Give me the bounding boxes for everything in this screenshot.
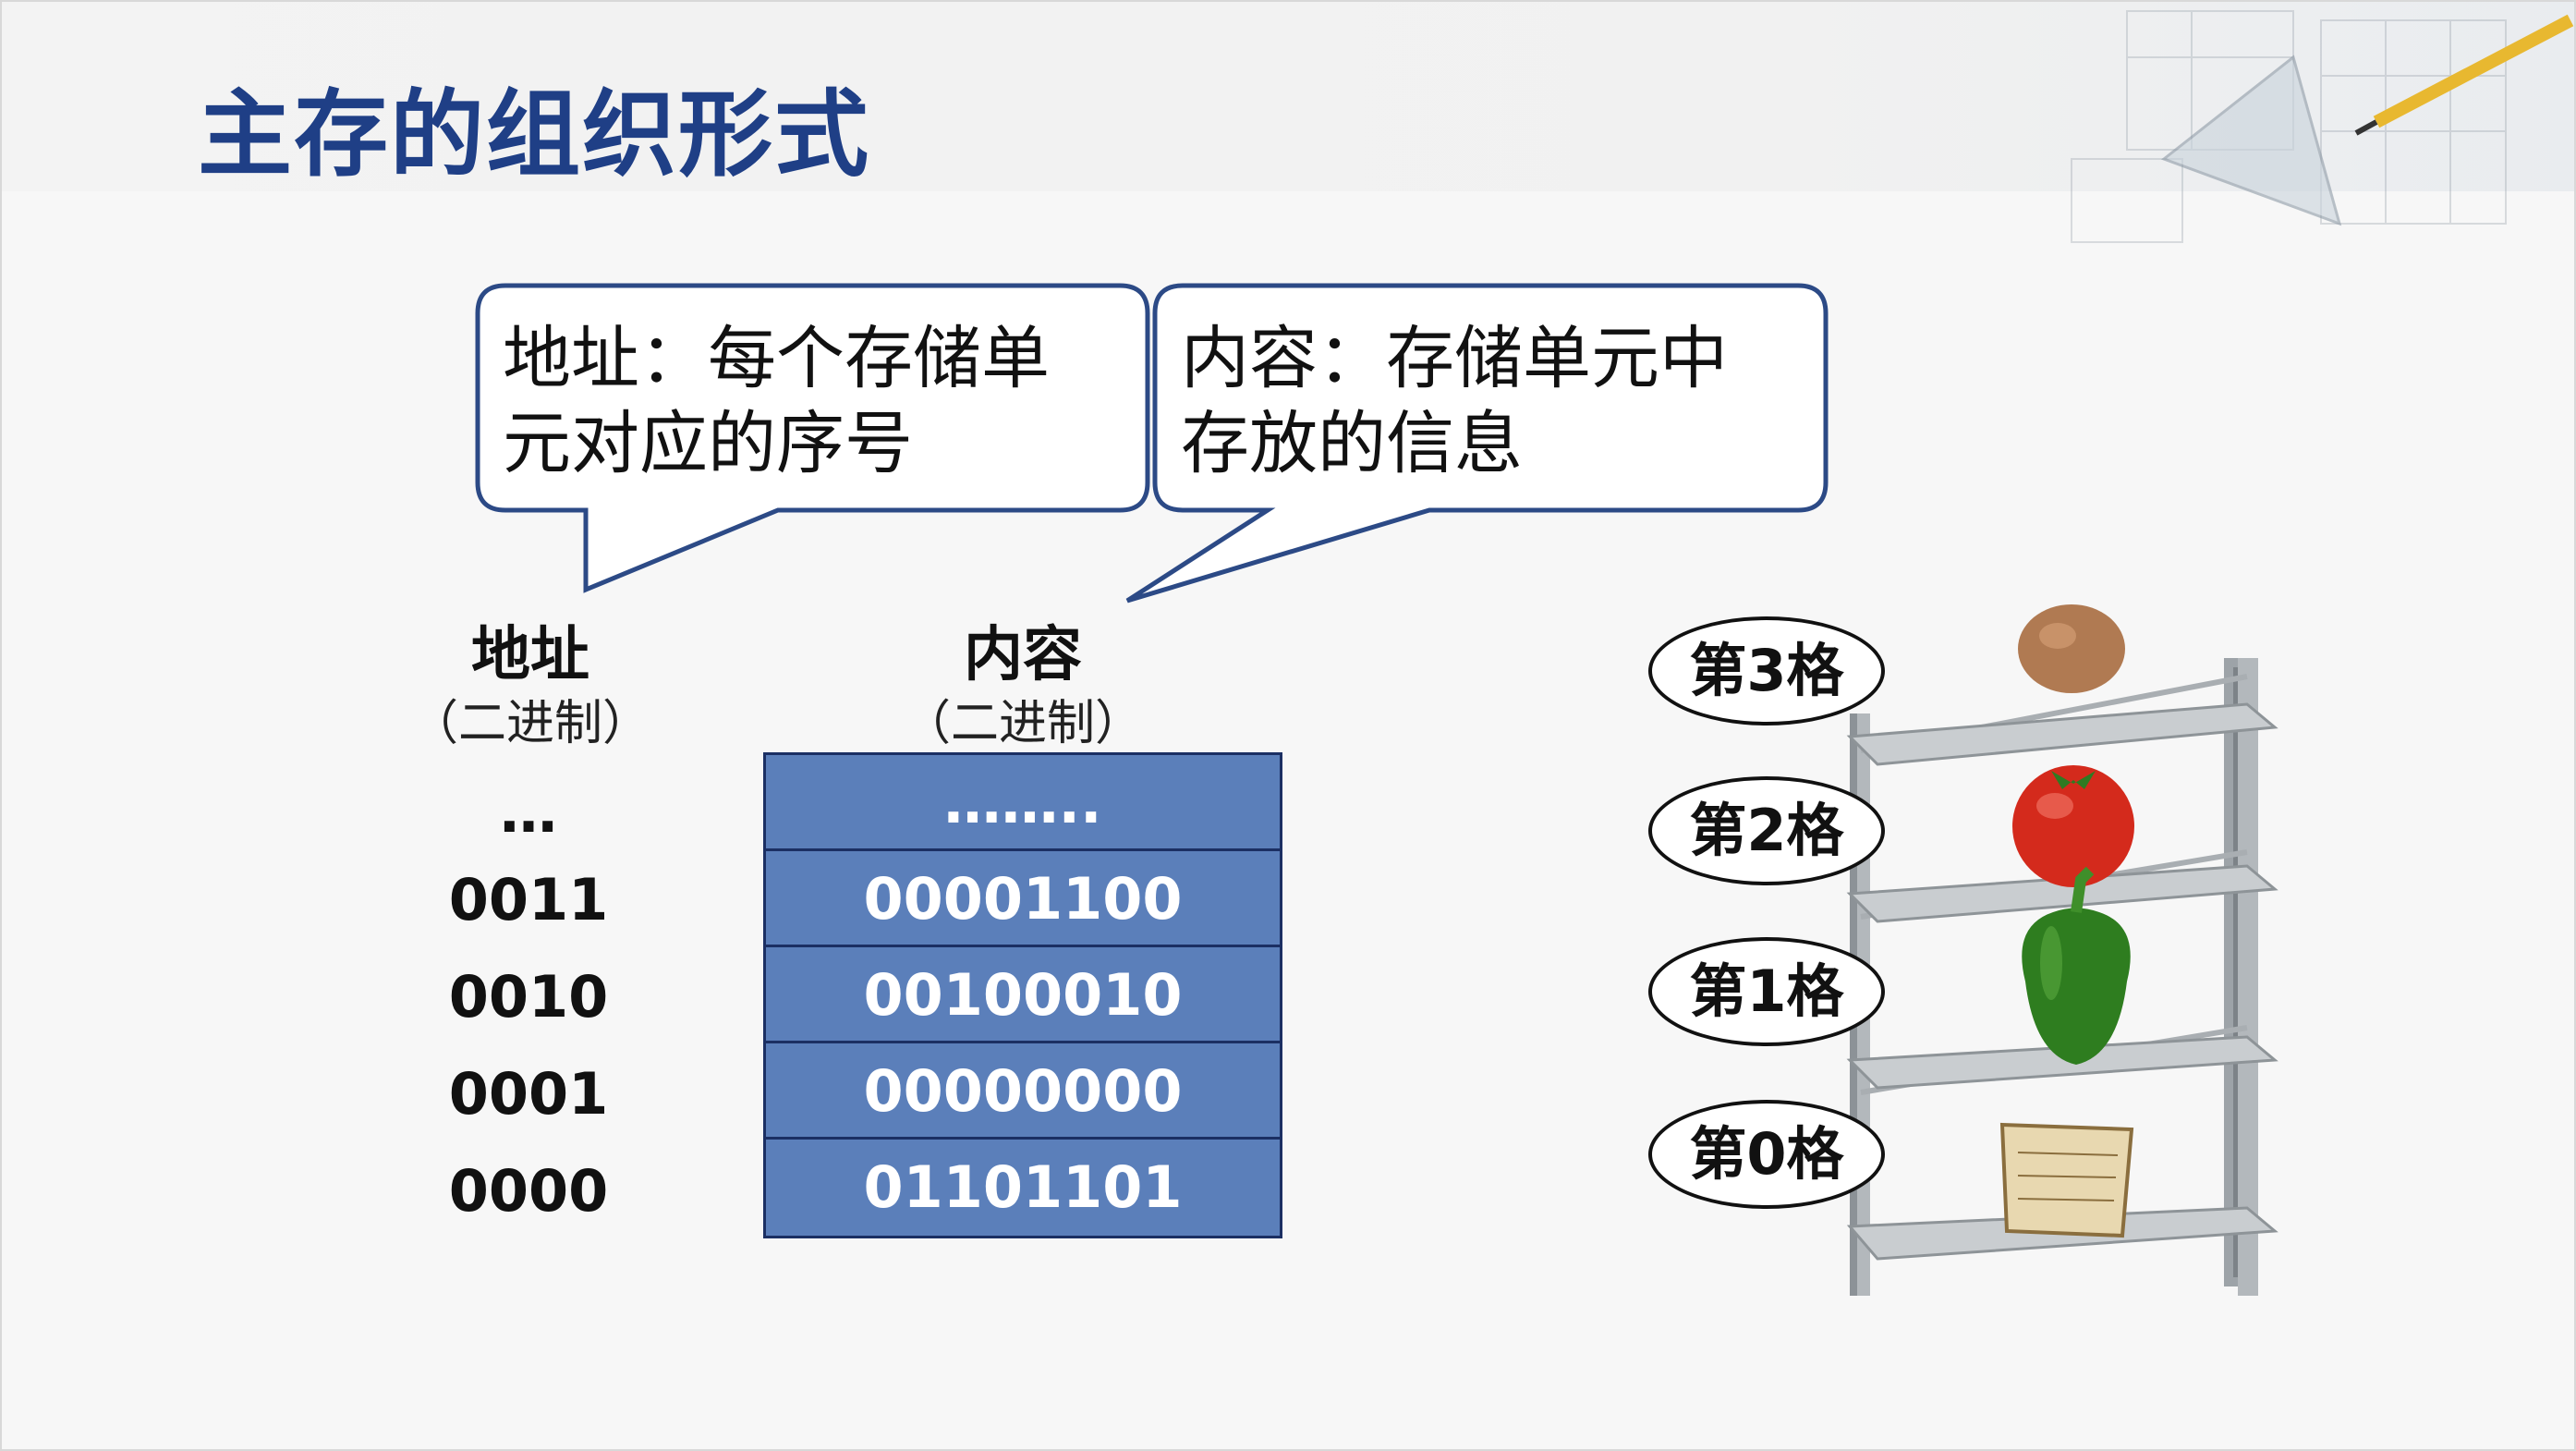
set-square-icon — [2160, 55, 2342, 226]
address-callout-line2: 元对应的序号 — [503, 404, 913, 483]
address-row: 0000 — [448, 1157, 609, 1225]
header-band — [2, 2, 2574, 191]
memory-cell: …….. — [766, 755, 1280, 851]
paper-icon — [1999, 1122, 2134, 1238]
memory-cell: 01101101 — [766, 1140, 1280, 1236]
shelf-label-2: 第2格 — [1648, 776, 1885, 885]
address-row: 0011 — [448, 866, 609, 933]
tomato-icon — [2012, 765, 2134, 887]
address-callout-shape — [475, 283, 1150, 593]
shelf-label-0: 第0格 — [1648, 1100, 1885, 1209]
pencil-icon — [2354, 14, 2574, 136]
content-callout-line1: 内容：存储单元中 — [1181, 319, 1728, 398]
content-column-header: 内容 — [964, 621, 1082, 689]
memory-cell: 00100010 — [766, 947, 1280, 1043]
slide-title: 主存的组织形式 — [198, 80, 870, 190]
memory-content-table: …….. 00001100 00100010 00000000 01101101 — [763, 752, 1282, 1238]
memory-cell: 00001100 — [766, 851, 1280, 947]
address-row: … — [500, 778, 557, 846]
content-callout-shape — [1125, 283, 1829, 604]
address-callout-text: 地址：每个存储单 元对应的序号 — [503, 316, 1050, 486]
egg-icon — [2018, 604, 2125, 693]
shelf-label-1: 第1格 — [1648, 937, 1885, 1046]
pepper-icon — [2022, 866, 2131, 1065]
address-callout-line1: 地址：每个存储单 — [503, 319, 1050, 398]
address-row: 0010 — [448, 963, 609, 1030]
content-callout-line2: 存放的信息 — [1181, 404, 1523, 483]
shelf-label-3: 第3格 — [1648, 616, 1885, 726]
address-column-header: 地址 — [471, 621, 589, 689]
content-column-subheader: （二进制） — [902, 696, 1143, 751]
drafting-decoration — [2071, 10, 2574, 243]
memory-cell: 00000000 — [766, 1043, 1280, 1140]
address-row: 0001 — [448, 1060, 609, 1128]
shelf-illustration — [1846, 604, 2278, 1296]
address-column-subheader: （二进制） — [409, 696, 650, 751]
content-callout-text: 内容：存储单元中 存放的信息 — [1181, 316, 1728, 486]
